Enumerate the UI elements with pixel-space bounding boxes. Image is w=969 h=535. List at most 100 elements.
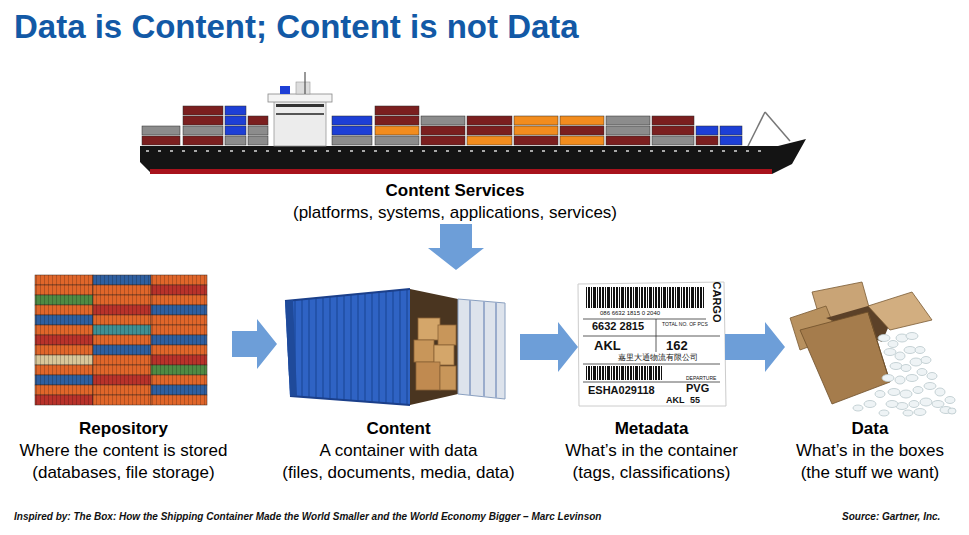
packing-peanuts	[895, 352, 905, 360]
packing-peanuts	[935, 388, 945, 396]
cardboard-box	[790, 282, 932, 404]
shipping-container	[495, 302, 497, 398]
packing-peanuts	[895, 376, 905, 384]
packing-peanuts	[875, 391, 885, 398]
ship-containers	[375, 116, 419, 125]
ship-containers	[421, 136, 465, 145]
diagram-title: Data is Content; Content is not Data	[14, 10, 579, 43]
footnote: Inspired by: The Box: How the Shipping C…	[14, 512, 601, 522]
ship-containers	[720, 126, 742, 135]
packing-peanuts	[917, 369, 927, 376]
ship-containers	[142, 126, 180, 135]
ship-bridge	[276, 104, 324, 107]
ship-containers	[421, 126, 465, 135]
ship-containers	[183, 106, 223, 115]
ship-containers	[421, 116, 465, 125]
cardboard-box	[800, 312, 890, 404]
container-stack	[35, 275, 207, 405]
shipping-container	[440, 366, 456, 390]
node-description: What’s in the boxes	[796, 440, 944, 462]
cargo-label	[656, 319, 657, 352]
ship-containers	[720, 136, 742, 145]
ship-containers	[560, 136, 604, 145]
ship-containers	[142, 136, 180, 145]
ship-containers	[332, 136, 372, 145]
shipping-container	[469, 300, 471, 395]
label-text: 6632 2815	[592, 321, 644, 332]
shipping-container	[285, 289, 410, 301]
node-description: (platforms, systems, applications, servi…	[293, 202, 617, 224]
block-arrow	[520, 322, 578, 372]
shipping-container	[285, 289, 410, 405]
packing-peanuts	[915, 347, 925, 354]
packing-peanuts	[948, 408, 956, 414]
ship-containers	[248, 116, 268, 125]
ship-containers	[514, 126, 558, 135]
ship-bridge	[268, 72, 332, 146]
block-arrow	[428, 224, 484, 270]
block-arrow	[232, 319, 277, 369]
ship-containers	[375, 136, 419, 145]
shipping-container	[285, 289, 410, 405]
packing-peanuts	[882, 375, 894, 382]
shipping-container	[285, 289, 505, 405]
packing-peanuts	[890, 363, 902, 370]
ship-containers	[375, 106, 419, 115]
packing-peanuts	[927, 373, 937, 380]
ship-containers	[183, 136, 223, 145]
label-text: AKL	[666, 396, 685, 405]
ship-containers	[606, 136, 650, 145]
label-text: 嘉里大通物流有限公司	[618, 354, 698, 362]
cargo-label	[583, 364, 720, 365]
ship-bridge	[296, 82, 310, 94]
cargo-label	[578, 282, 726, 406]
node-description: A container with data	[320, 440, 478, 462]
ship-containers	[225, 126, 246, 135]
container-stack	[35, 275, 207, 405]
cargo-label	[578, 282, 726, 406]
packing-peanuts	[913, 387, 923, 394]
illustrated-node: Content Services(platforms, systems, app…	[110, 70, 800, 224]
ship-containers	[183, 126, 223, 135]
packing-peanuts	[914, 409, 926, 416]
ship-bridge	[280, 86, 290, 94]
ship-containers	[332, 126, 372, 135]
packing-peanuts	[884, 349, 896, 356]
cardboard-box	[868, 292, 932, 330]
ship-bridge	[268, 94, 332, 102]
cardboard-box	[868, 312, 890, 382]
shipping-container	[410, 289, 458, 405]
label-text: PVG	[686, 383, 709, 394]
cargo-label	[586, 366, 662, 380]
packing-peanuts	[910, 358, 922, 366]
illustrated-node: ContentA container with data(files, docu…	[277, 270, 520, 484]
label-text: CARGO	[711, 282, 722, 323]
cargo-label	[583, 319, 706, 320]
ship-containers	[183, 116, 223, 125]
ship-containers	[225, 116, 246, 125]
packing-peanuts	[921, 357, 931, 364]
label-text: 086 6632 1815 0 2040	[600, 310, 660, 316]
label-text: 162	[666, 339, 688, 352]
label-text: 55	[690, 396, 700, 405]
shipping-container	[483, 301, 485, 397]
shipping-container	[438, 325, 456, 345]
node-heading: Content Services	[386, 180, 525, 202]
ship-containers	[467, 126, 512, 135]
node-description: (databases, file storage)	[32, 462, 214, 484]
packing-peanuts	[901, 365, 911, 372]
ship-containers	[560, 116, 604, 125]
container-ship	[748, 112, 765, 146]
container-ship	[140, 72, 806, 174]
label-text: DEPARTURE	[686, 376, 716, 381]
ship-containers	[248, 126, 268, 135]
packing-peanuts	[900, 390, 912, 398]
ship-containers	[467, 136, 512, 145]
packing-peanuts	[879, 410, 889, 416]
shipping-container	[458, 299, 505, 399]
source-note: Source: Gartner, Inc.	[842, 512, 940, 522]
packing-peanuts	[903, 410, 913, 416]
ship-containers	[225, 136, 246, 145]
node-description: (files, documents, media, data)	[282, 462, 514, 484]
